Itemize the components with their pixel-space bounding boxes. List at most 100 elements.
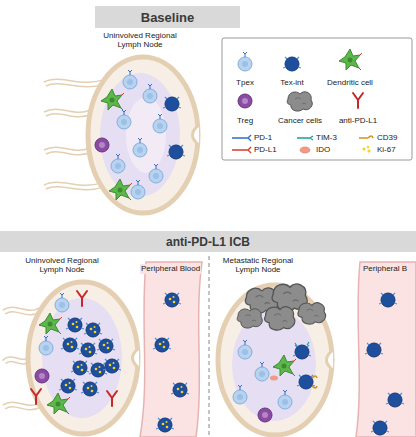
immune-cells <box>278 390 292 409</box>
legend-box <box>222 38 412 160</box>
lymph-node-outline <box>133 348 140 368</box>
lymph-node-outline <box>42 298 122 418</box>
legend-box <box>222 38 412 160</box>
circulating-cells <box>153 293 189 432</box>
lymph-node-outline <box>126 97 166 173</box>
lymph-node-outline <box>100 73 180 197</box>
tumor-mass <box>237 284 325 330</box>
pd1-sample <box>232 135 251 141</box>
afferent-lymph-vessel <box>4 359 29 362</box>
immune-cells <box>111 154 125 173</box>
immune-cells <box>101 89 124 110</box>
immune-cells <box>163 97 181 111</box>
lymph-node-outline <box>88 57 199 213</box>
immune-cells <box>77 291 87 306</box>
blood-vessel: Peripheral B <box>362 264 408 274</box>
immune-cells <box>117 110 131 129</box>
legend-box <box>287 92 312 111</box>
legend-label: Tex-int <box>280 78 304 88</box>
immune-cells <box>149 164 163 183</box>
afferent-lymph-vessel <box>4 309 40 312</box>
afferent-lymph-vessel <box>4 359 29 362</box>
circulating-cells <box>365 293 404 435</box>
immune-cells <box>55 293 69 312</box>
circulating-cells <box>153 338 171 352</box>
lymph-node-outline <box>193 125 200 145</box>
region-label: Uninvolved Regional Lymph Node <box>18 256 106 274</box>
lymph-node-outline <box>327 350 334 370</box>
lymph-node-outline <box>218 285 333 435</box>
immune-cells <box>95 138 109 152</box>
legend-label: PD-1 <box>254 133 272 143</box>
circulating-cells <box>386 393 404 407</box>
immune-cells <box>143 84 157 103</box>
circulating-cells <box>171 383 189 397</box>
region-label: Uninvolved Regional Lymph Node <box>96 31 184 49</box>
legend-box <box>238 94 252 108</box>
immune-cells <box>153 114 167 133</box>
immune-cells <box>97 339 115 353</box>
tumor-mass <box>237 309 262 328</box>
immune-cells <box>35 369 49 383</box>
immune-cells <box>81 382 99 396</box>
immune-cells <box>47 393 70 414</box>
legend-label: PD-L1 <box>254 145 277 155</box>
legend-box <box>353 93 363 108</box>
divider-line <box>209 256 210 437</box>
immune-cells <box>167 145 185 159</box>
immune-cells <box>39 313 62 334</box>
immune-cells <box>123 70 137 89</box>
immune-cells <box>270 376 278 381</box>
region-label: Peripheral Blood <box>140 264 201 274</box>
region-label: Peripheral B <box>362 264 408 274</box>
immune-cells <box>71 361 89 375</box>
immune-cells <box>258 408 272 422</box>
legend-label: IDO <box>316 145 330 155</box>
afferent-lymph-vessel <box>4 404 40 407</box>
circulating-cells <box>379 293 397 307</box>
legend-label: Cancer cells <box>278 116 322 126</box>
ki67-sample <box>367 149 370 152</box>
immune-cells <box>79 343 97 357</box>
lymph-node: Uninvolved Regional Lymph Node <box>96 31 184 49</box>
immune-cells <box>95 70 185 200</box>
legend-label: Treg <box>237 116 253 126</box>
lymph-node-outline <box>28 282 138 434</box>
immune-cells <box>59 379 77 393</box>
immune-cells <box>107 391 117 406</box>
afferent-lymph-vessel <box>45 111 91 114</box>
afferent-lymph-vessel <box>45 149 90 152</box>
ki67-sample <box>362 147 365 150</box>
immune-cells <box>131 180 145 199</box>
immune-cells <box>103 359 121 373</box>
legend-label: TIM-3 <box>316 133 337 143</box>
tim3-sample <box>297 136 313 140</box>
afferent-lymph-vessel <box>4 309 40 312</box>
immune-cells <box>273 355 296 376</box>
ki67-sample <box>367 146 369 148</box>
immune-cells <box>66 318 84 332</box>
tumor-mass <box>265 307 295 330</box>
circulating-cells <box>163 293 181 307</box>
ki67-sample <box>362 146 370 153</box>
band-title: Baseline <box>141 10 194 25</box>
lymph-node: Metastatic Regional Lymph Node <box>214 256 302 274</box>
circulating-cells <box>156 418 174 432</box>
legend-box <box>339 49 362 70</box>
legend-box <box>238 52 252 71</box>
legend-label: anti-PD-L1 <box>339 116 377 126</box>
lymph-node: Uninvolved Regional Lymph Node <box>18 256 106 274</box>
immune-cells <box>233 385 247 404</box>
immune-cells <box>312 376 317 388</box>
immune-cells <box>293 345 311 359</box>
immune-cells <box>61 338 79 352</box>
immune-cells <box>233 340 317 422</box>
lymph-node-outline <box>88 57 198 213</box>
section-band: anti-PD-L1 ICB <box>0 231 416 252</box>
immune-cells <box>39 336 53 355</box>
immune-cells <box>255 362 269 381</box>
afferent-lymph-vessel <box>45 184 102 187</box>
legend-label: CD39 <box>377 133 397 143</box>
